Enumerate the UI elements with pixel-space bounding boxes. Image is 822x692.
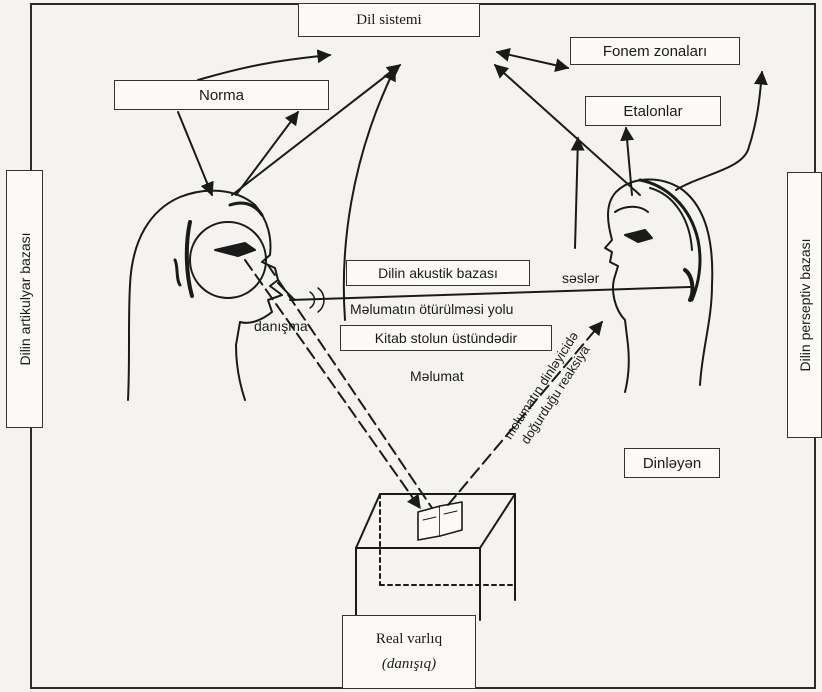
label-melumat: Məlumat: [410, 368, 464, 384]
box-dil-sistemi: Dil sistemi: [298, 3, 480, 37]
box-dinleyen: Dinləyən: [624, 448, 720, 478]
arrow-norma-down: [177, 111, 214, 197]
box-norma: Norma: [114, 80, 329, 110]
label-dilin-akustik-bazasi: Dilin akustik bazası: [378, 265, 498, 281]
box-kitab-stolun: Kitab stolun üstündədir: [340, 325, 552, 351]
box-etalonlar: Etalonlar: [585, 96, 721, 126]
box-artikulyar-bazasi: Dilin artikulyar bazası: [6, 170, 43, 428]
arrow-listener-to-sistem: [493, 64, 641, 196]
arrow-norma-to-sistem: [197, 49, 332, 81]
listener-head: [604, 178, 714, 393]
label-etalonlar: Etalonlar: [623, 102, 683, 120]
arrow-sistem-fonem: [495, 47, 570, 73]
arrow-to-fonem: [675, 70, 768, 191]
dashed-speech-line: [244, 259, 421, 510]
speaker-head: [127, 189, 296, 401]
label-real-varliq: Real varlıq: [375, 631, 443, 647]
label-kitab-stolun: Kitab stolun üstündədir: [374, 330, 518, 346]
label-danisiq: (danışıq): [381, 656, 437, 672]
label-sesler: səslər: [562, 270, 600, 286]
label-melumatin-oturulmesi-yolu: Məlumatın ötürülməsi yolu: [350, 301, 514, 317]
arrow-etalonlar-head: [620, 126, 635, 196]
label-artikulyar-bazasi: Dilin artikulyar bazası: [16, 232, 33, 366]
label-norma: Norma: [198, 86, 244, 104]
arrow-akustik-to-sistem: [342, 66, 396, 321]
label-danisma: danışma: [254, 318, 308, 334]
box-real-varliq: Real varlıq (danışıq): [342, 615, 476, 689]
arrow-to-norma: [235, 110, 299, 196]
box-dilin-akustik-bazasi: Dilin akustik bazası: [346, 260, 530, 286]
arrow-to-etalonlar: [570, 136, 585, 249]
label-fonem-zonalari: Fonem zonaları: [602, 42, 708, 60]
label-perseptiv-bazasi: Dilin perseptiv bazası: [796, 238, 813, 372]
box-perseptiv-bazasi: Dilin perseptiv bazası: [787, 172, 822, 438]
label-dinleyen: Dinləyən: [642, 454, 702, 472]
dashed-reaction-line: [447, 320, 603, 506]
arrow-head-to-sistem: [231, 64, 402, 196]
transmission-path: [289, 286, 691, 301]
book-icon: [417, 501, 463, 541]
label-dil-sistemi: Dil sistemi: [356, 11, 422, 28]
dashed-speech-line-2: [267, 264, 433, 509]
box-fonem-zonalari: Fonem zonaları: [570, 37, 740, 65]
